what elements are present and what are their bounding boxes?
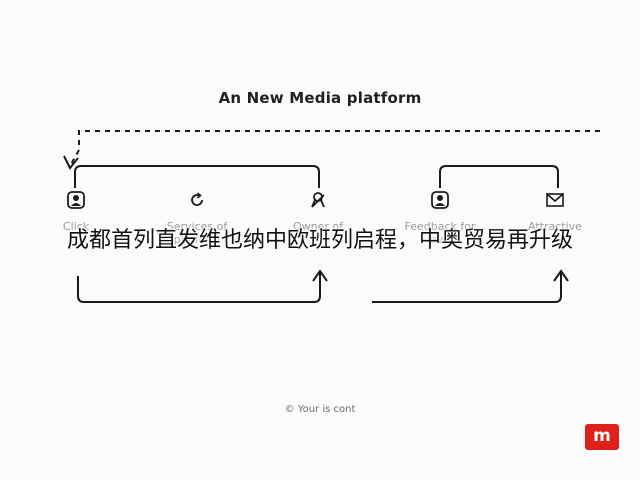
arc-top-left-group bbox=[74, 165, 320, 188]
refresh-icon bbox=[191, 192, 203, 206]
arc-top-right-group bbox=[439, 165, 559, 188]
brand-logo-glyph: m bbox=[593, 426, 611, 446]
ribbon-icon bbox=[311, 192, 325, 208]
dashed-return-arrow bbox=[69, 130, 600, 167]
arc-bottom-right-group bbox=[372, 272, 562, 303]
node-label-attractive: Attractive bbox=[528, 220, 582, 233]
user-icon bbox=[431, 191, 449, 209]
mail-icon bbox=[546, 193, 564, 207]
arrowhead-bottom-left bbox=[312, 269, 328, 282]
node-label-click: Click bbox=[62, 220, 90, 233]
node-label-owner: Owner of bbox=[292, 220, 343, 233]
user-icon bbox=[67, 191, 85, 209]
arc-bottom-left-group bbox=[77, 272, 321, 303]
node-label-services: Services of platform bbox=[166, 220, 228, 246]
overlay-caption: 成都首列直发维也纳中欧班列启程，中奥贸易再升级 bbox=[66, 228, 573, 253]
dashed-return-arrowhead bbox=[63, 155, 79, 170]
brand-logo-icon: m bbox=[585, 424, 619, 450]
arrowhead-bottom-right bbox=[553, 269, 569, 282]
diagram-title: An New Media platform bbox=[218, 89, 422, 107]
footer-copyright: © Your is cont bbox=[284, 404, 356, 415]
node-label-feedback: Feedback for level bbox=[404, 220, 476, 246]
